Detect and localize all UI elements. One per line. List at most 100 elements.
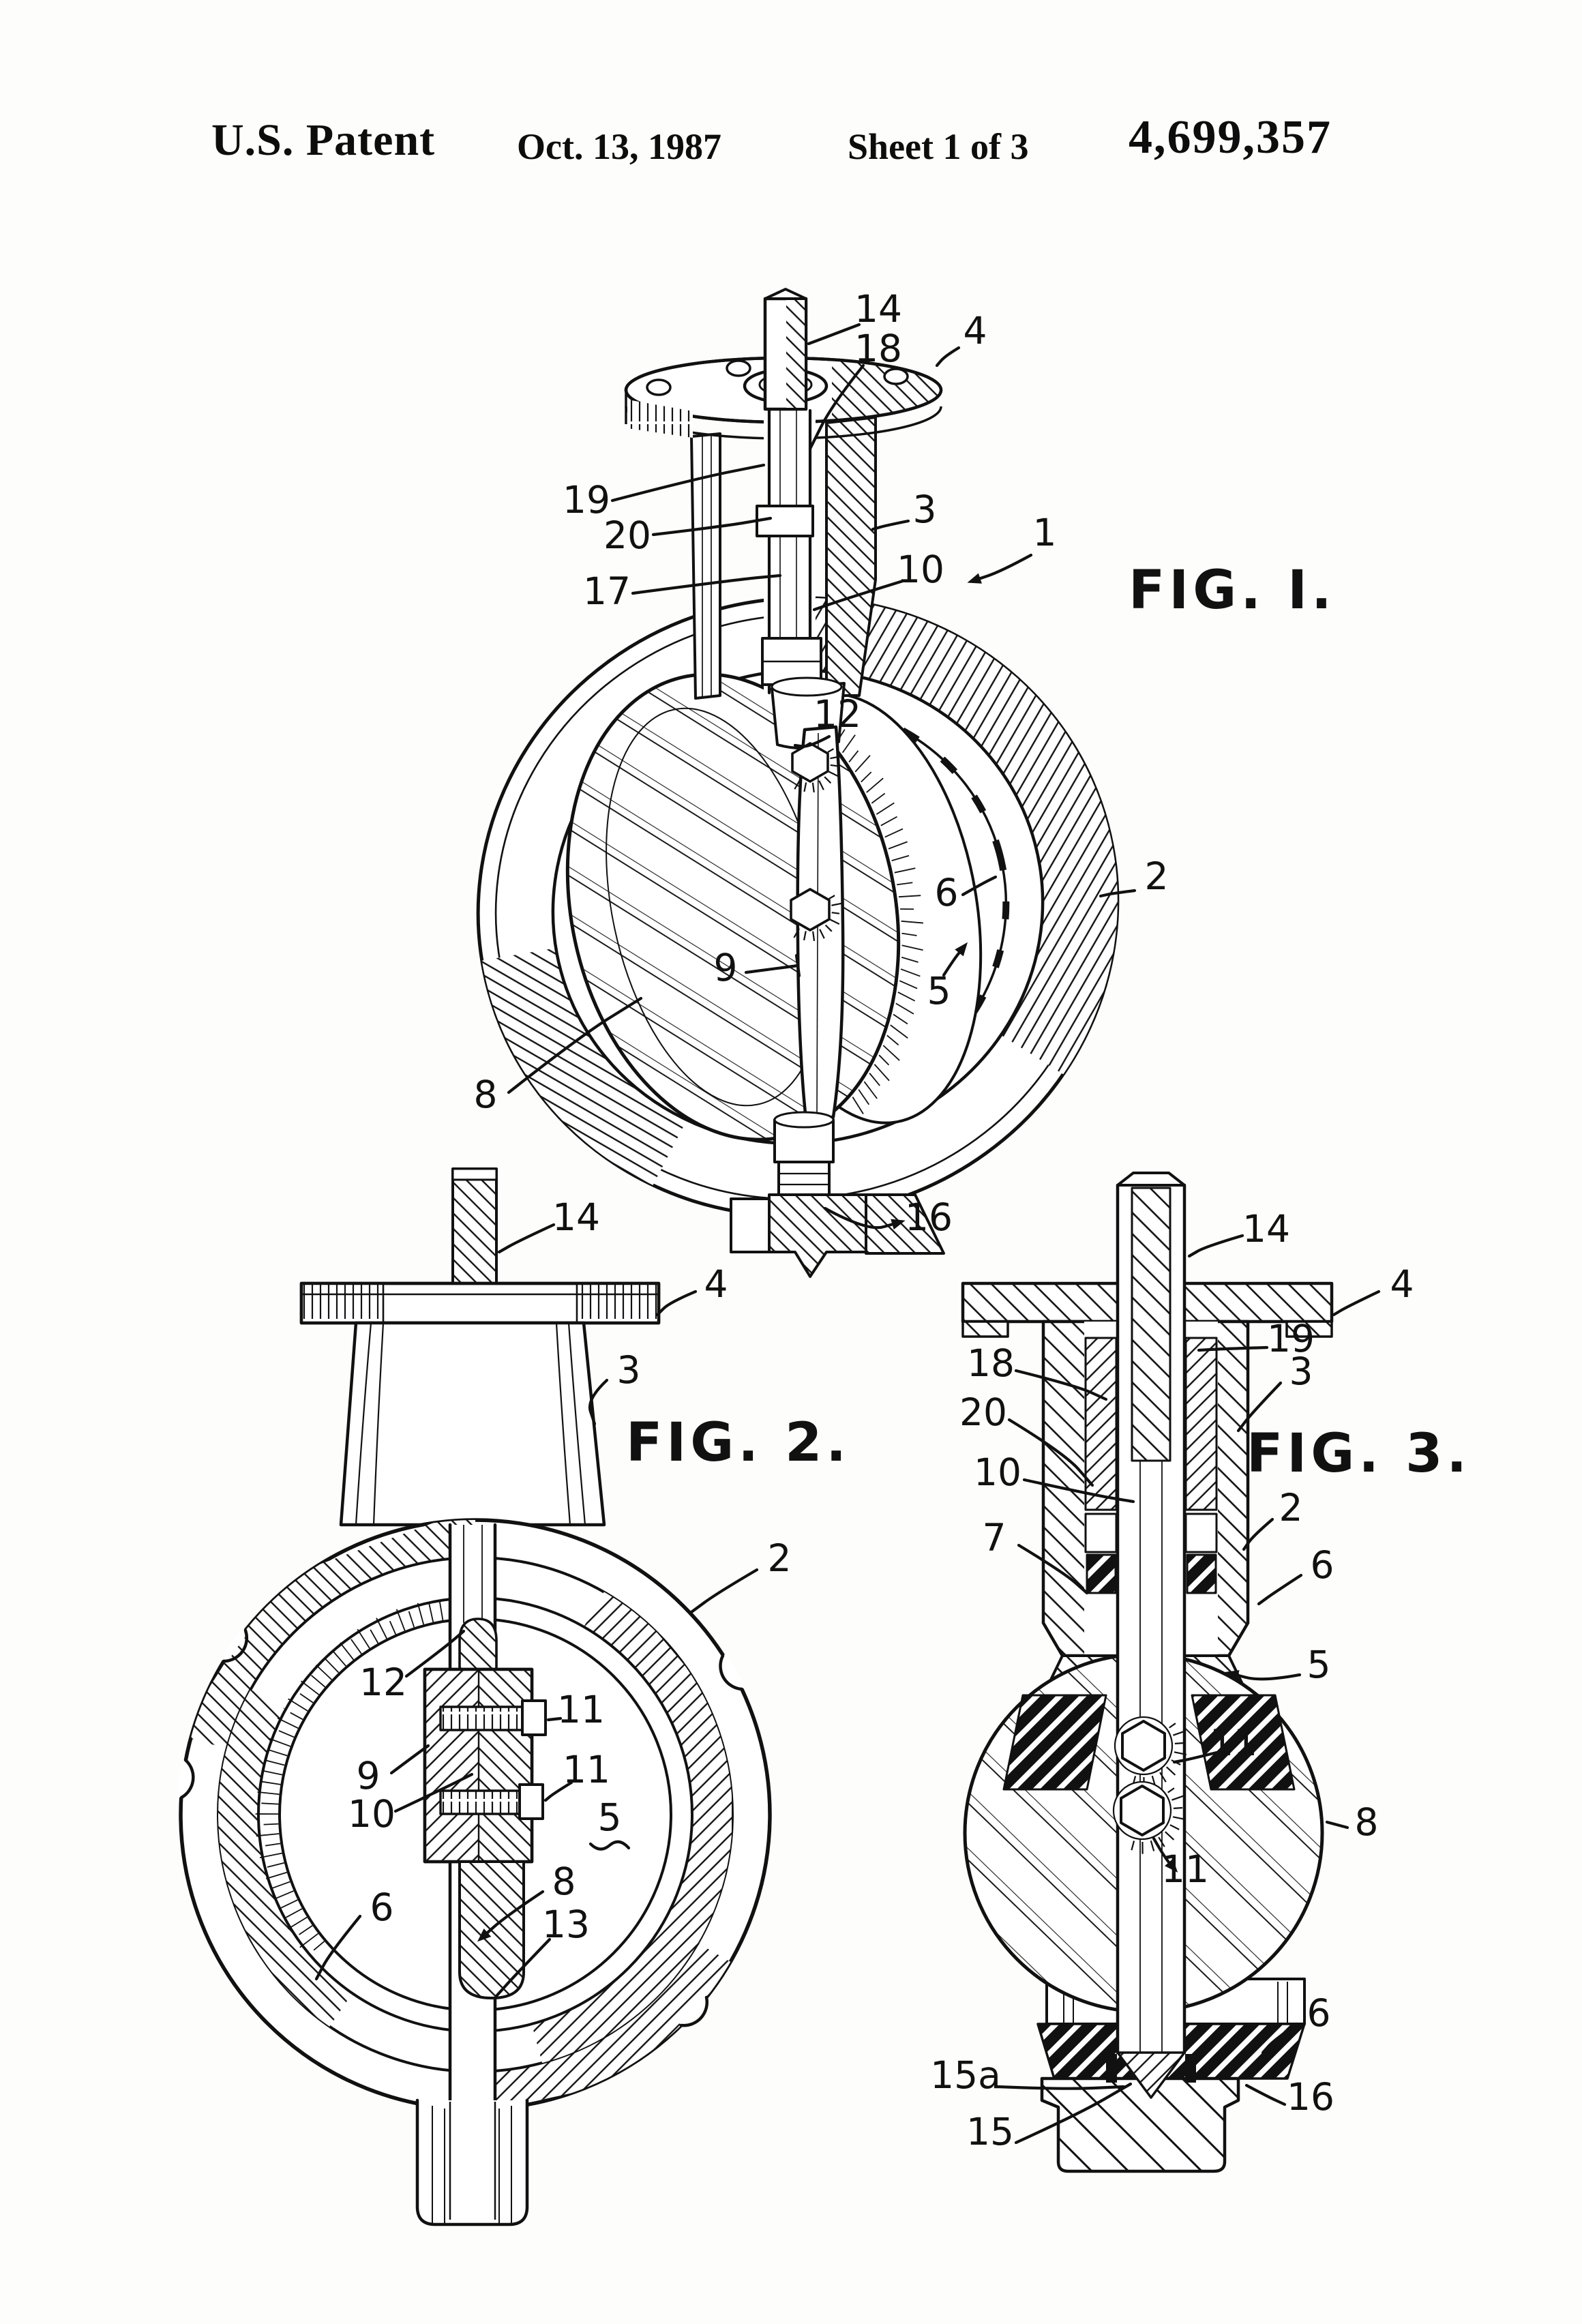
leader-line — [1014, 2082, 1133, 2145]
ref-label-3: 3 — [1289, 1350, 1313, 1393]
flange-bolt-hole — [726, 359, 751, 377]
patent-date: Oct. 13, 1987 — [517, 126, 721, 167]
underline-tilde — [588, 1840, 631, 1851]
arrowhead — [1165, 1858, 1178, 1873]
ref-label-2: 2 — [1279, 1486, 1303, 1530]
ref-label-6: 6 — [1311, 1543, 1334, 1587]
ref-label-6: 6 — [1307, 1991, 1331, 2035]
ref-label-12: 12 — [814, 692, 861, 736]
ref-label-18: 18 — [967, 1341, 1015, 1385]
ref-label-10: 10 — [897, 548, 944, 591]
leader-line — [588, 1378, 609, 1426]
leader-line — [970, 553, 1033, 583]
leader-line — [995, 2085, 1126, 2090]
leader-line — [479, 1890, 545, 1940]
leader-line — [1325, 1820, 1349, 1830]
leader-line — [497, 1223, 556, 1254]
ref-label-1: 1 — [1033, 511, 1057, 554]
leader-line — [935, 346, 961, 368]
ref-label-5: 5 — [598, 1796, 622, 1839]
stem — [1106, 1172, 1196, 2099]
ref-label-4: 4 — [964, 309, 987, 353]
leader-line — [871, 519, 910, 531]
leader-line — [1007, 1418, 1094, 1487]
ref-label-6: 6 — [935, 871, 959, 914]
stem-square-end — [451, 1167, 498, 1286]
stem-square-core — [1131, 1187, 1171, 1462]
leader-line — [812, 579, 905, 612]
flange-bolt-hole — [883, 368, 909, 385]
figure-caption: FIG. 2. — [626, 1412, 850, 1474]
leader-line — [314, 1914, 362, 1981]
retainer-pin — [1185, 2054, 1196, 2083]
leader-line — [655, 1290, 698, 1317]
ref-label-3: 3 — [913, 488, 937, 531]
leader-line — [543, 1781, 573, 1802]
retainer-pin — [1106, 2054, 1117, 2083]
threaded-pin — [439, 1789, 521, 1815]
ref-label-11: 11 — [1210, 1720, 1257, 1764]
ref-label-11: 11 — [557, 1688, 605, 1731]
ref-label-14: 14 — [552, 1195, 600, 1239]
packing-seal — [1186, 1553, 1217, 1594]
leader-line — [942, 944, 966, 977]
ref-label-18: 18 — [854, 327, 902, 370]
bottom-boss — [415, 2098, 529, 2226]
ref-label-5: 5 — [927, 969, 951, 1013]
body-notches — [177, 1628, 745, 2028]
leader-line — [808, 363, 865, 451]
stem-bushing — [1184, 1337, 1218, 1511]
ref-label-8: 8 — [552, 1860, 576, 1903]
leader-line — [961, 875, 998, 897]
ref-label-12: 12 — [359, 1660, 407, 1704]
stem-and-disc-edge — [423, 1523, 547, 2104]
patent-title: U.S. Patent — [211, 115, 436, 165]
leader-line — [507, 996, 643, 1094]
leader-line — [1261, 2022, 1299, 2055]
ref-label-7: 7 — [983, 1516, 1006, 1560]
ref-label-17: 17 — [583, 569, 631, 613]
leader-line — [393, 1772, 474, 1813]
leader-end-tick — [794, 954, 801, 977]
ref-label-5: 5 — [1307, 1643, 1331, 1686]
leader-line — [404, 1629, 466, 1678]
leader-line — [823, 1206, 902, 1230]
ref-label-20: 20 — [603, 513, 651, 557]
ref-label-20: 20 — [959, 1390, 1007, 1434]
ref-label-8: 8 — [1355, 1800, 1379, 1844]
ref-label-14: 14 — [1242, 1207, 1290, 1251]
packing-ring — [1184, 1513, 1218, 1553]
ref-label-10: 10 — [974, 1450, 1021, 1494]
ref-label-11: 11 — [563, 1748, 610, 1791]
flange-bolt-hole — [646, 378, 672, 396]
leader-line — [1257, 1573, 1303, 1606]
arrowhead — [955, 942, 968, 957]
leader-line — [1197, 1345, 1269, 1352]
leader-line — [1244, 2083, 1287, 2106]
leader-line — [494, 1937, 552, 1998]
sheet-number: Sheet 1 of 3 — [848, 126, 1029, 167]
ref-label-8: 8 — [474, 1073, 498, 1116]
arrowhead — [891, 1219, 906, 1230]
leader-line — [546, 1716, 563, 1722]
seat-seals — [1002, 1694, 1296, 1791]
ref-label-4: 4 — [704, 1262, 728, 1306]
ref-label-16: 16 — [905, 1195, 953, 1239]
leader-line — [1172, 1751, 1219, 1764]
ref-label-11: 11 — [1161, 1847, 1209, 1891]
leader-line — [1022, 1478, 1135, 1504]
ref-label-10: 10 — [348, 1792, 395, 1836]
ref-label-16: 16 — [1287, 2075, 1334, 2119]
bonnet-and-flange — [624, 356, 943, 700]
ref-label-19: 19 — [563, 478, 610, 522]
ref-label-15: 15 — [966, 2110, 1014, 2154]
ref-label-9: 9 — [357, 1754, 380, 1798]
ref-label-3: 3 — [617, 1348, 641, 1392]
figure-caption: FIG. I. — [1129, 560, 1336, 621]
ref-label-4: 4 — [1390, 1262, 1414, 1306]
